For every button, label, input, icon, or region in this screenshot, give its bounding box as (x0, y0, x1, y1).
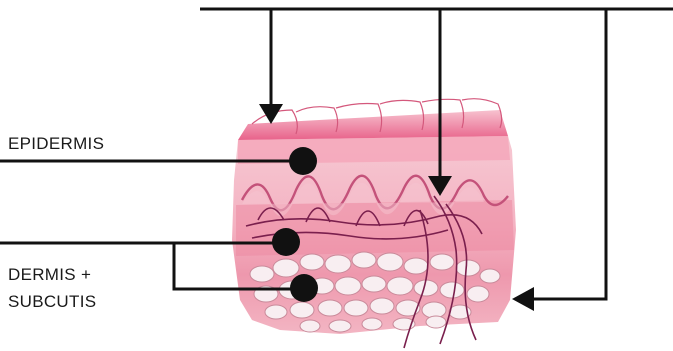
subcutis-dot (290, 274, 318, 302)
skin-surface (238, 110, 508, 140)
epidermis-label: EPIDERMIS (8, 133, 104, 155)
subcutis-arrowhead (512, 287, 534, 311)
dermis-label: DERMIS + (8, 264, 91, 286)
epidermis-arrowhead (259, 104, 283, 124)
subcutis-label: SUBCUTIS (8, 291, 96, 313)
subcutis-arrow-line (532, 9, 606, 299)
epidermis-dot (289, 147, 317, 175)
dermis-dot (272, 228, 300, 256)
skin-illustration (232, 99, 516, 348)
